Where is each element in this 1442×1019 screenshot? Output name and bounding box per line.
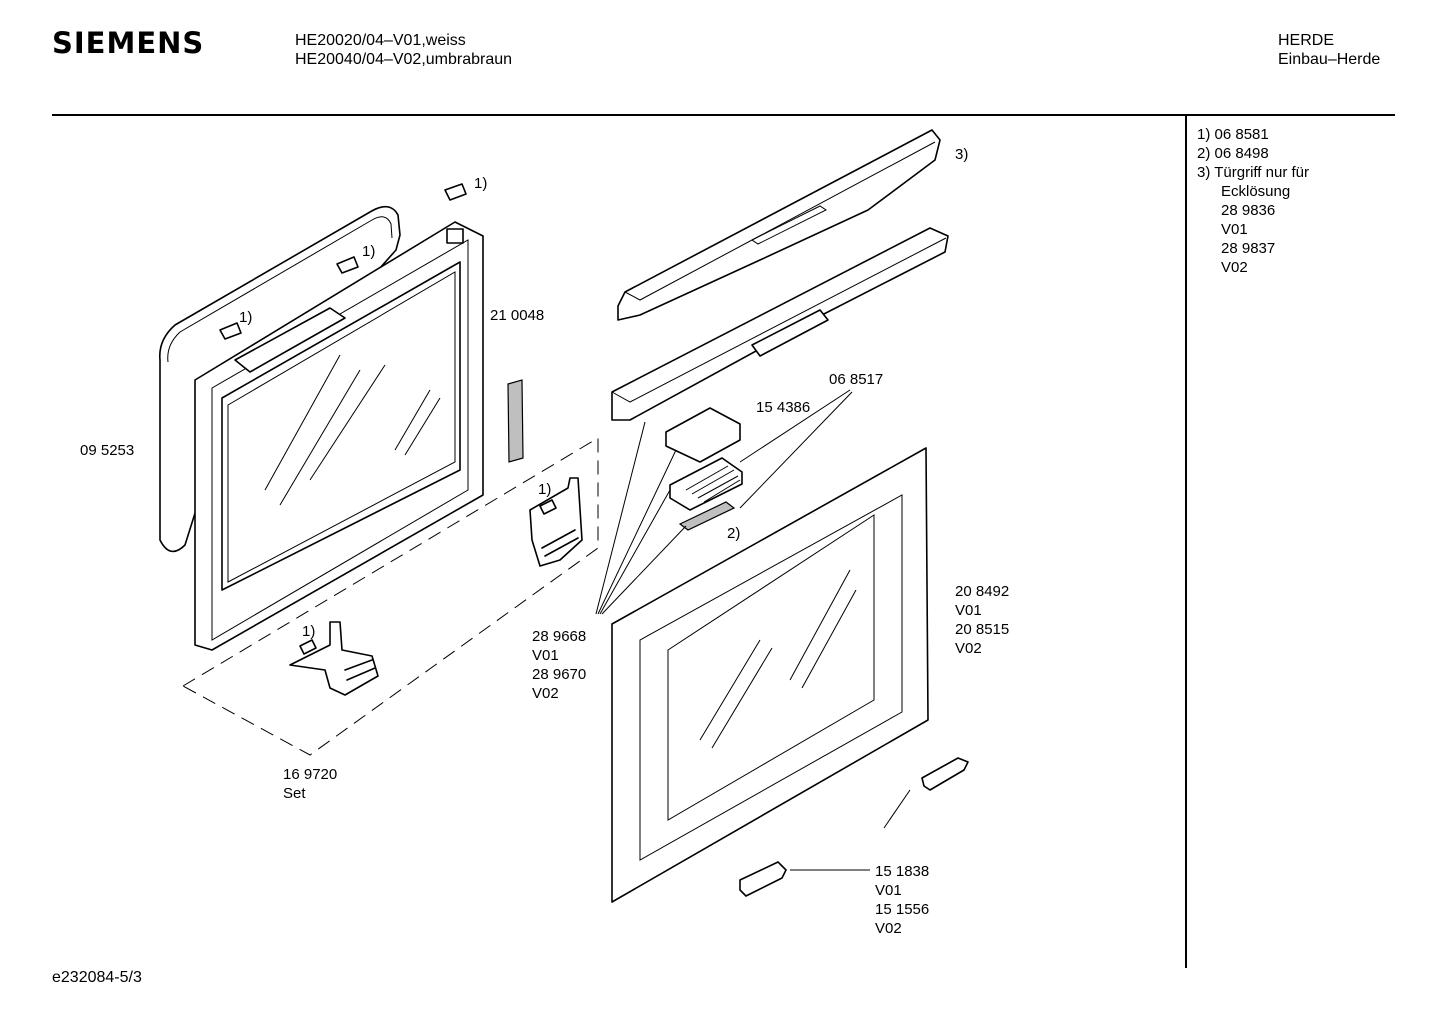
category-2: Einbau–Herde xyxy=(1278,51,1381,68)
ref-1-clip-mid: 1) xyxy=(362,243,376,260)
label-208492: 20 8492 V01 20 8515 V02 xyxy=(955,582,1009,658)
door-gasket xyxy=(158,205,401,553)
note-7: 28 9837 xyxy=(1221,240,1276,257)
note-2: 2) 06 8498 xyxy=(1197,145,1269,162)
handle-carrier-ridge xyxy=(611,237,947,403)
door-handle-ridge xyxy=(624,141,936,301)
note-5: 28 9836 xyxy=(1221,202,1276,219)
vent-grille xyxy=(669,457,743,511)
label-151838: 15 1838 V01 15 1556 V02 xyxy=(875,862,929,938)
ref-2-seal: 2) xyxy=(727,525,741,542)
note-1: 1) 06 8581 xyxy=(1197,126,1269,143)
inner-door-frame-front xyxy=(211,239,469,641)
label-208492-line-3: 20 8515 xyxy=(955,621,1010,638)
hinge-cam-lower xyxy=(299,639,317,655)
ref-1-clip-left: 1) xyxy=(239,309,253,326)
handle-carrier-hinge xyxy=(751,309,829,357)
door-handle-slot-1 xyxy=(751,205,827,245)
label-151838-line-3: 15 1556 xyxy=(875,901,930,918)
inner-glass-reflex-2 xyxy=(394,389,441,456)
note-8: V02 xyxy=(1221,259,1248,276)
label-151838-line-2: V01 xyxy=(875,882,902,899)
outer-door xyxy=(611,447,929,903)
clip-icon-3 xyxy=(219,322,242,340)
hinge-upper xyxy=(529,477,583,567)
inner-frame-corner xyxy=(446,228,464,244)
hinge-lower xyxy=(289,621,379,696)
note-3: 3) Türgriff nur für xyxy=(1197,164,1309,181)
label-169720-line-2: Set xyxy=(283,785,306,802)
label-151838-line-4: V02 xyxy=(875,920,902,937)
label-068517: 06 8517 xyxy=(829,371,884,388)
model-line-1: HE20020/04–V01,weiss xyxy=(295,32,466,49)
note-4: Ecklösung xyxy=(1221,183,1291,200)
inner-top-strip xyxy=(234,307,346,373)
clip-icon-2 xyxy=(336,256,359,274)
label-289668-line-2: V01 xyxy=(532,647,559,664)
ref-3-handle: 3) xyxy=(955,146,969,163)
model-line-2: HE20040/04–V02,umbrabraun xyxy=(295,51,513,68)
vent-cover xyxy=(665,407,741,463)
label-210048: 21 0048 xyxy=(490,307,545,324)
model-info: HE20020/04–V01,weiss HE20040/04–V02,umbr… xyxy=(295,31,512,69)
label-289668-line-3: 28 9670 xyxy=(532,666,587,683)
notes-panel: 1) 06 8581 2) 06 8498 3) Türgriff nur fü… xyxy=(1197,125,1309,277)
label-095253: 09 5253 xyxy=(80,442,135,459)
door-stop-upper xyxy=(921,757,969,791)
leader-lines xyxy=(595,389,911,871)
outer-door-inner-frame xyxy=(639,494,903,861)
ref-1-clip-top: 1) xyxy=(474,175,488,192)
inner-glass-reflex-1 xyxy=(264,354,386,506)
seal-strip xyxy=(507,379,524,463)
outer-door-glass xyxy=(667,514,875,821)
notes-divider xyxy=(1185,116,1187,968)
outer-glass-reflex xyxy=(699,569,857,749)
clip-icon-1 xyxy=(444,183,467,201)
label-289668-line-4: V02 xyxy=(532,685,559,702)
hinge-cam-upper xyxy=(539,499,557,515)
ref-1-hinge-upper: 1) xyxy=(538,481,552,498)
label-154386: 15 4386 xyxy=(756,399,811,416)
header-divider xyxy=(52,114,1395,116)
door-gasket-inner xyxy=(167,216,393,363)
label-208492-line-1: 20 8492 xyxy=(955,583,1010,600)
hinge-set-outline xyxy=(181,437,599,756)
ref-1-hinge-lower: 1) xyxy=(302,623,316,640)
label-208492-line-2: V01 xyxy=(955,602,982,619)
label-169720-line-1: 16 9720 xyxy=(283,766,338,783)
category-1: HERDE xyxy=(1278,32,1335,49)
brand-logo: SIEMENS xyxy=(52,26,205,60)
inner-glass xyxy=(221,261,461,591)
label-289668: 28 9668 V01 28 9670 V02 xyxy=(532,627,586,703)
label-151838-line-1: 15 1838 xyxy=(875,863,930,880)
document-id: e232084-5/3 xyxy=(52,969,142,986)
note-6: V01 xyxy=(1221,221,1248,238)
vent-grille-ribs xyxy=(685,465,741,503)
label-169720: 16 9720 Set xyxy=(283,765,337,803)
door-stop-lower xyxy=(739,861,787,897)
category-info: HERDE Einbau–Herde xyxy=(1278,31,1380,69)
vent-seal xyxy=(678,501,736,531)
inner-glass-border xyxy=(227,271,456,583)
label-208492-line-4: V02 xyxy=(955,640,982,657)
label-289668-line-1: 28 9668 xyxy=(532,628,587,645)
